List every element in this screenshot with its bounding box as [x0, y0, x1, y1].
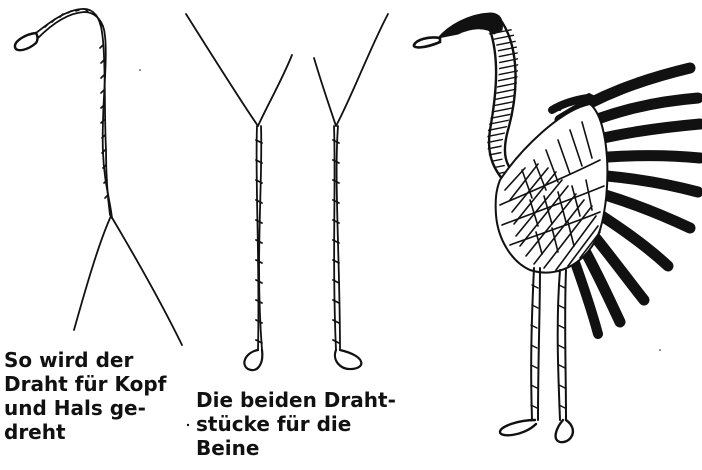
caption-line: stücke für die: [196, 412, 396, 436]
caption-leg-wires: Die beiden Draht- stücke für die Beine: [196, 388, 396, 460]
caption-line: dreht: [4, 420, 166, 444]
caption-line: und Hals ge-: [4, 396, 166, 420]
twisted-head-neck-wire: [15, 9, 182, 345]
finished-bird: [414, 13, 700, 442]
caption-line: Beine: [196, 436, 396, 460]
caption-line: Die beiden Draht-: [196, 388, 396, 412]
caption-head-neck-wire: So wird der Draht für Kopf und Hals ge- …: [4, 348, 166, 444]
caption-line: So wird der: [4, 348, 166, 372]
two-leg-wires: [186, 14, 388, 370]
caption-line: Draht für Kopf: [4, 372, 166, 396]
